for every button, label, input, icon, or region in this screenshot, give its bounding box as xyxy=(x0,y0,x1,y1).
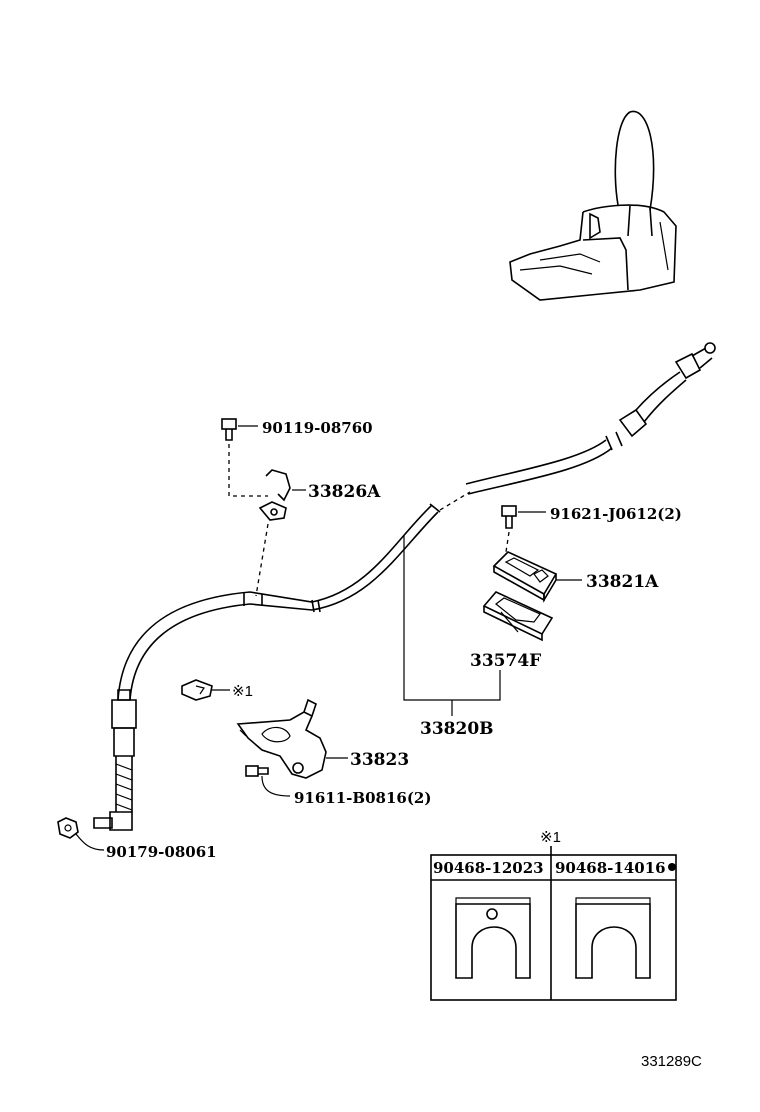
bolt-91621-J0612: 91621-J0612(2) xyxy=(501,505,682,553)
cable-assy-callout: 33820B xyxy=(403,536,501,739)
inset-col2-part: 90468-14016 xyxy=(555,859,666,877)
bolt-90119-08760: 90119-08760 xyxy=(221,418,373,497)
label-plate: 33574F xyxy=(470,651,541,671)
clip-12023-drawing xyxy=(455,903,531,979)
label-cable-assy: 33820B xyxy=(420,719,494,739)
plate-33574F: 33574F xyxy=(470,591,554,671)
label-bolt-bracket: 91611-B0816(2) xyxy=(294,789,431,807)
shift-cable xyxy=(93,342,716,831)
clamp-33826A: 33826A xyxy=(255,469,381,597)
label-nut-end: 90179-08061 xyxy=(106,843,217,861)
clip-part: ※1 xyxy=(181,679,253,701)
inset-frame xyxy=(430,854,677,1001)
clip-14016-drawing xyxy=(575,903,651,979)
inset-col1-part: 90468-12023 xyxy=(433,859,544,877)
label-clamp: 33826A xyxy=(308,482,381,502)
label-bracket: 33823 xyxy=(350,750,409,770)
label-bolt-right: 91621-J0612(2) xyxy=(550,505,682,523)
label-clip-mark: ※1 xyxy=(232,683,253,700)
retainer-33821A: 33821A xyxy=(492,551,659,603)
bolt-91611-B0816: 91611-B0816(2) xyxy=(245,765,431,807)
inset-table: ※1 90468-12023 90468-14016 xyxy=(430,829,677,1001)
bracket-33823: 33823 xyxy=(236,698,409,779)
shift-lever-illustration xyxy=(509,110,677,301)
label-bolt-top: 90119-08760 xyxy=(262,419,373,437)
label-retainer: 33821A xyxy=(586,572,659,592)
inset-ref-mark: ※1 xyxy=(540,829,561,846)
nut-90179-08061: 90179-08061 xyxy=(57,817,217,861)
diagram-code: 331289C xyxy=(641,1053,702,1070)
